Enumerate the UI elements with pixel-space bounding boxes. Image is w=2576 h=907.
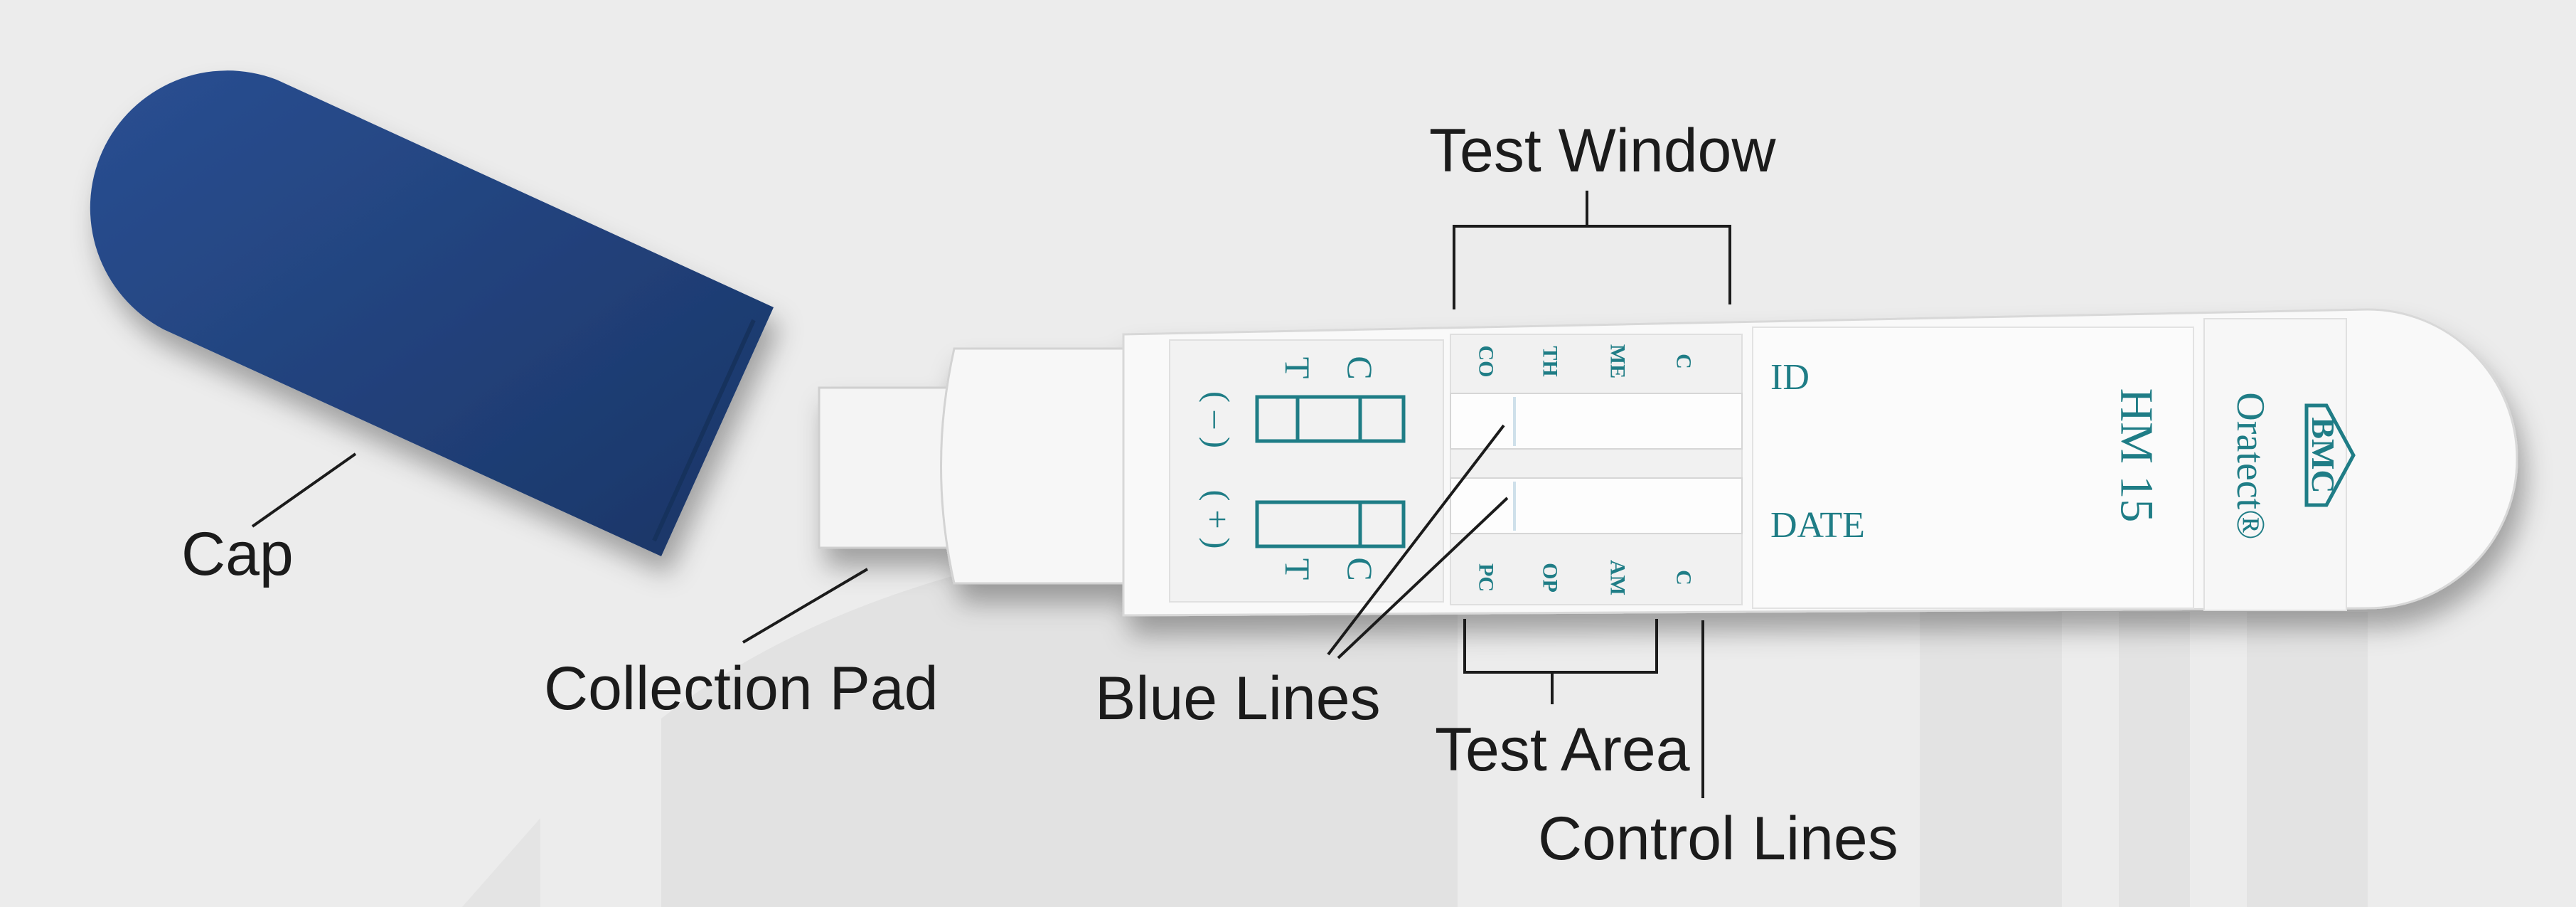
test-window-bracket xyxy=(1453,191,1731,309)
bmc-logo: BMC xyxy=(2304,403,2356,507)
code-th: TH xyxy=(1539,346,1562,376)
result-legend: C T ( – ) ( + ) T C xyxy=(1199,356,1406,581)
code-am: AM xyxy=(1606,560,1630,595)
model-number: HM 15 xyxy=(2111,388,2163,523)
legend-t-top: T xyxy=(1278,357,1318,379)
legend-c-bottom: C xyxy=(1340,557,1380,580)
test-device: C T ( – ) ( + ) T C CO TH ME C xyxy=(818,308,2518,617)
negative-result-box xyxy=(1255,395,1406,443)
label-control-lines: Control Lines xyxy=(1538,805,1898,873)
code-c-top: C xyxy=(1672,354,1696,369)
legend-t-bottom: T xyxy=(1278,558,1318,580)
callout-lines xyxy=(251,191,1731,798)
background-shapes xyxy=(462,519,2368,907)
label-test-area: Test Area xyxy=(1435,716,1690,784)
label-test-window: Test Window xyxy=(1429,117,1776,185)
code-op: OP xyxy=(1539,563,1562,593)
date-label: DATE xyxy=(1770,505,1865,546)
label-blue-lines: Blue Lines xyxy=(1095,664,1381,733)
code-me: ME xyxy=(1606,344,1630,378)
positive-result-box xyxy=(1255,500,1406,548)
code-pc: PC xyxy=(1475,563,1498,592)
code-c-bottom: C xyxy=(1672,570,1696,585)
cap-leader xyxy=(251,452,357,528)
test-strip-top xyxy=(1450,393,1743,450)
test-window: CO TH ME C PC OP AM C xyxy=(1450,344,1743,595)
test-strip-bottom xyxy=(1450,477,1743,534)
legend-c-top: C xyxy=(1340,356,1380,379)
brand-name: Oratect® xyxy=(2228,392,2272,539)
legend-negative: ( – ) xyxy=(1199,391,1236,448)
legend-positive: ( + ) xyxy=(1199,489,1236,548)
test-area-bracket xyxy=(1463,619,1658,704)
id-label: ID xyxy=(1770,357,1810,398)
cap xyxy=(90,70,774,556)
collection-pad-holder xyxy=(940,347,1132,585)
code-co: CO xyxy=(1475,346,1498,378)
logo-text: BMC xyxy=(2305,417,2341,493)
collection-pad-leader xyxy=(742,568,869,644)
blue-lines-leader-top xyxy=(1327,424,1505,656)
blue-lines-leader-bottom xyxy=(1337,497,1509,659)
label-cap: Cap xyxy=(181,520,294,588)
label-collection-pad: Collection Pad xyxy=(544,654,939,723)
